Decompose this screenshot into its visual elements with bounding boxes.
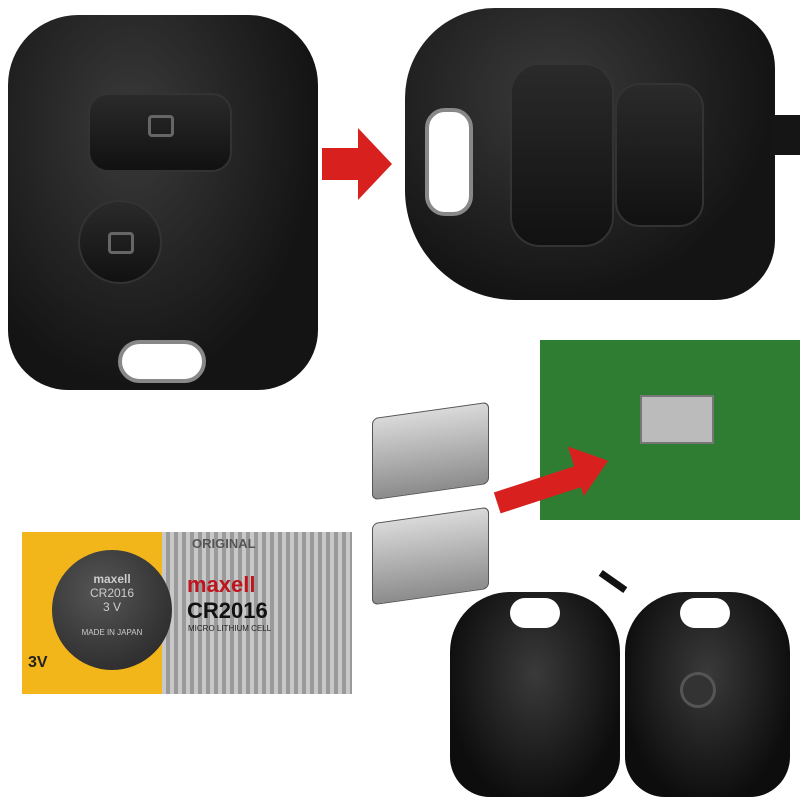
unlock-icon [108, 232, 134, 254]
key-ring-hole [118, 340, 206, 383]
tactile-switch [372, 506, 489, 606]
tactile-switch [372, 401, 489, 501]
switch-pad [640, 395, 714, 444]
watermark: ORIGINAL [192, 536, 256, 551]
arrow-right-head [358, 128, 392, 200]
pack-voltage: 3V [28, 654, 48, 671]
circuit-board [540, 340, 800, 520]
brand-logo: maxell [187, 572, 256, 597]
key-ring-hole [510, 598, 560, 628]
cell-voltage: 3 V [102, 600, 121, 614]
unlock-button [78, 200, 162, 284]
coin-cell: maxell CR2016 3 V MADE IN JAPAN [52, 550, 172, 670]
battery-package: ORIGINAL 3V maxell CR2016 3 V MADE IN JA… [22, 532, 352, 694]
cell-origin: MADE IN JAPAN [81, 628, 143, 637]
model-label: CR2016 [187, 598, 268, 623]
key-ring-hole [680, 598, 730, 628]
key-fob-front [8, 15, 318, 390]
lock-icon [148, 115, 174, 137]
screw-post [680, 672, 716, 708]
cell-brand: maxell [93, 572, 131, 586]
key-fob-opened [405, 8, 775, 300]
cell-model: CR2016 [89, 586, 135, 600]
button-cavity-left [510, 63, 614, 247]
button-cavity-right [615, 83, 704, 227]
key-ring-hole [425, 108, 473, 216]
key-blade [770, 115, 800, 155]
lock-button [88, 93, 232, 172]
arrow-right-icon [322, 148, 360, 180]
screw [598, 570, 628, 593]
type-label: MICRO LITHIUM CELL [188, 624, 272, 633]
shell-half-left [450, 592, 620, 797]
shell-half-right [625, 592, 790, 797]
